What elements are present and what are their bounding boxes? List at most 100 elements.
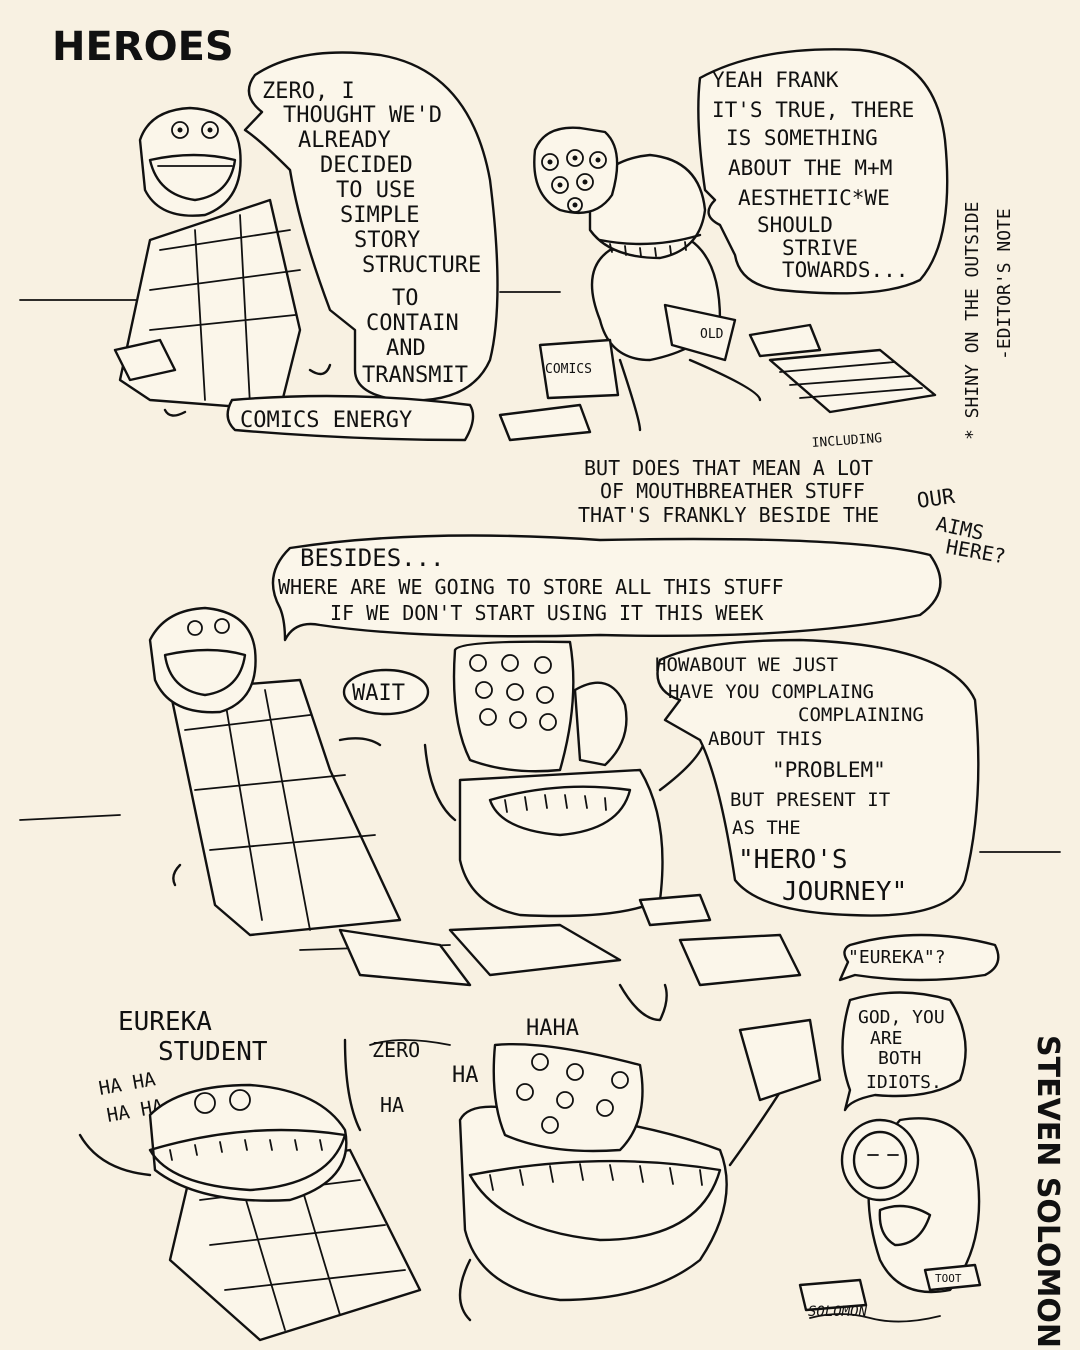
zero-eye bbox=[541, 1116, 559, 1134]
speech-balloon-frank-1 bbox=[243, 51, 499, 402]
speech-line: ARE bbox=[870, 1028, 903, 1049]
zero-eye bbox=[506, 683, 524, 701]
zero-eye bbox=[539, 713, 557, 731]
frank-character bbox=[113, 106, 332, 417]
speech-text-frank-2: BESIDES... WHERE ARE WE GOING TO STORE A… bbox=[278, 544, 784, 625]
speech-line: "PROBLEM" bbox=[772, 758, 886, 782]
narration-our: OUR bbox=[915, 484, 956, 513]
page-grid-lines bbox=[184, 689, 376, 931]
zero-eye bbox=[479, 708, 497, 726]
frank-eye-left bbox=[171, 121, 189, 139]
speech-line: IS SOMETHING bbox=[726, 126, 878, 150]
frank-feet bbox=[163, 363, 332, 417]
zero-eye bbox=[551, 176, 569, 194]
speech-line: ALREADY bbox=[298, 128, 391, 153]
zero-character: COMICS OLD bbox=[533, 126, 762, 432]
editor-note: * SHINY ON THE OUTSIDE bbox=[962, 202, 983, 440]
speech-line: HOWABOUT WE JUST bbox=[655, 654, 838, 676]
speech-balloon-god bbox=[841, 991, 967, 1112]
speech-line: TO bbox=[392, 286, 419, 311]
zero-eye bbox=[509, 711, 527, 729]
frank-pupil-left bbox=[177, 127, 183, 133]
paper-sheet bbox=[748, 323, 822, 358]
caption-box bbox=[226, 394, 475, 442]
zero-pupil bbox=[582, 179, 588, 185]
speech-line: BOTH bbox=[878, 1048, 921, 1069]
speech-line: YEAH FRANK bbox=[712, 68, 839, 92]
zero-eye bbox=[534, 656, 552, 674]
zero-eye bbox=[556, 1091, 574, 1109]
speech-text-zero-2: HOWABOUT WE JUST HAVE YOU COMPLAING COMP… bbox=[655, 654, 924, 907]
page-grid-lines bbox=[149, 214, 301, 406]
frank-character-2 bbox=[148, 606, 402, 937]
narration-line: BUT DOES THAT MEAN A LOT bbox=[584, 456, 873, 480]
speech-balloon-zero-1 bbox=[697, 48, 949, 295]
speech-line: AS THE bbox=[732, 817, 801, 839]
frank-character-3 bbox=[78, 1038, 422, 1342]
zero-eye bbox=[566, 1063, 584, 1081]
zero-pupil bbox=[572, 155, 578, 161]
zero-eye bbox=[566, 149, 584, 167]
zero-legs bbox=[618, 358, 762, 432]
author-name: STEVEN SOLOMON bbox=[1030, 1035, 1065, 1348]
third-character: TOOT bbox=[840, 1117, 982, 1294]
zero-pupil bbox=[547, 159, 553, 165]
zero-character-2 bbox=[338, 640, 802, 1022]
speech-line: JOURNEY" bbox=[782, 877, 907, 907]
speech-line: CONTAIN bbox=[366, 311, 459, 336]
zero-teeth bbox=[609, 241, 687, 257]
frank-eye-right bbox=[229, 1089, 251, 1111]
speech-line: GOD, YOU bbox=[858, 1007, 945, 1028]
speech-line: HAVE YOU COMPLAING bbox=[668, 681, 874, 703]
speech-line: TO USE bbox=[336, 178, 415, 203]
zero-eye bbox=[611, 1071, 629, 1089]
frank-eye-left bbox=[194, 1092, 216, 1114]
laugh-ha: HA bbox=[452, 1063, 479, 1088]
speech-line: AESTHETIC*WE bbox=[738, 186, 890, 210]
speech-line: SHOULD bbox=[757, 213, 833, 237]
zero-face-plate bbox=[452, 640, 575, 773]
zero-eye bbox=[541, 153, 559, 171]
narration-here: HERE? bbox=[944, 534, 1007, 568]
frank-teeth bbox=[169, 1139, 323, 1161]
caption-comics-energy: COMICS ENERGY bbox=[240, 408, 412, 433]
label-comics: COMICS bbox=[545, 362, 592, 377]
paper-sheet bbox=[498, 403, 592, 442]
third-character-face bbox=[852, 1130, 908, 1190]
paper-sheet bbox=[638, 893, 712, 927]
label-toot: TOOT bbox=[935, 1272, 962, 1285]
zero-eye bbox=[596, 1099, 614, 1117]
zero-eye bbox=[567, 197, 583, 213]
zero-head-back bbox=[573, 681, 628, 767]
zero-teeth bbox=[489, 1163, 703, 1191]
speech-line: ABOUT THIS bbox=[708, 728, 822, 750]
zero-eye bbox=[589, 151, 607, 169]
zero-pupil bbox=[595, 157, 601, 163]
speech-line: IF WE DON'T START USING IT THIS WEEK bbox=[330, 601, 763, 625]
speech-line: "HERO'S bbox=[738, 845, 848, 875]
speech-text-frank-1: ZERO, I THOUGHT WE'D ALREADY DECIDED TO … bbox=[262, 79, 481, 388]
frank-mouth bbox=[163, 648, 247, 697]
frank-mouth bbox=[148, 153, 237, 202]
comic-page-grid bbox=[118, 198, 302, 412]
paper-sheet bbox=[678, 933, 802, 987]
speech-line: STRIVE bbox=[782, 236, 858, 260]
speech-balloon-zero-2 bbox=[656, 638, 980, 917]
zero-eye bbox=[576, 173, 594, 191]
speech-balloon-eureka bbox=[838, 933, 1000, 982]
narration-eureka: EUREKA bbox=[118, 1007, 212, 1037]
zero-eye bbox=[501, 654, 519, 672]
zero-pupil bbox=[572, 202, 578, 208]
signature-underline bbox=[809, 1313, 941, 1323]
speech-line: STRUCTURE bbox=[362, 253, 481, 278]
old-booklet bbox=[663, 303, 737, 362]
speech-line: STORY bbox=[354, 228, 420, 253]
zero-mouth bbox=[598, 233, 702, 246]
frank-arms bbox=[78, 1038, 362, 1177]
speech-line: ABOUT THE M+M bbox=[728, 156, 892, 180]
loose-page bbox=[113, 338, 177, 382]
laugh-zero: ZERO bbox=[372, 1038, 420, 1062]
zero-pupil bbox=[557, 182, 563, 188]
artist-signature: SOLOMON bbox=[808, 1304, 868, 1320]
